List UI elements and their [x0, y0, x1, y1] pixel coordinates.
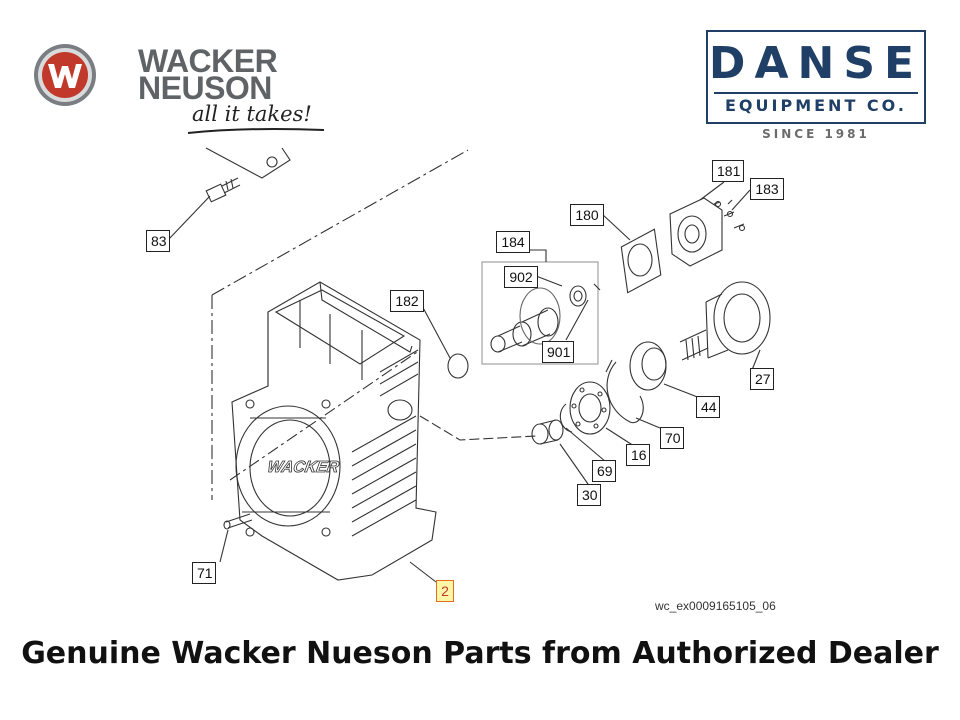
danse-logo: DANSE EQUIPMENT CO. — [706, 30, 926, 124]
gasket-180 — [620, 228, 662, 294]
caption: Genuine Wacker Nueson Parts from Authori… — [21, 636, 939, 671]
tagline-underline — [187, 128, 325, 134]
pin-71 — [223, 513, 253, 530]
leader-16 — [605, 427, 635, 447]
wacker-neuson-emblem-icon — [34, 44, 96, 106]
callout-182[interactable]: 182 — [390, 290, 424, 312]
housing-embossed-lettering: WACKER — [266, 458, 341, 476]
circlip-70 — [606, 361, 644, 424]
leader-901 — [565, 299, 589, 341]
leader-181 — [699, 181, 725, 201]
dealer-divider — [714, 92, 918, 94]
leader-902 — [535, 275, 563, 287]
callout-901[interactable]: 901 — [542, 341, 574, 363]
dealer-subtitle: EQUIPMENT CO. — [725, 96, 907, 115]
shaft-axis — [419, 415, 537, 441]
bearing-902 — [569, 285, 587, 307]
top-bracket — [205, 147, 291, 179]
callout-183[interactable]: 183 — [750, 178, 784, 200]
callout-16[interactable]: 16 — [626, 444, 650, 466]
frame-edge-top — [211, 149, 469, 296]
o-ring-182 — [447, 353, 469, 379]
leader-183 — [731, 189, 751, 211]
brand-line-1: WACKER — [138, 43, 278, 79]
brand-line-2: NEUSON — [138, 70, 272, 106]
brand-tagline: all it takes! — [192, 102, 312, 126]
axis-line — [229, 349, 421, 481]
leader-30 — [559, 443, 589, 485]
dealer-name: DANSE — [708, 38, 924, 89]
leader-83 — [167, 195, 211, 241]
leader-70 — [635, 417, 661, 429]
leader-180 — [601, 213, 631, 241]
housing-bore-outer — [235, 405, 341, 527]
callout-180[interactable]: 180 — [570, 204, 604, 226]
bearing-16 — [569, 381, 611, 435]
wacker-neuson-logo — [28, 38, 328, 138]
callout-70[interactable]: 70 — [660, 427, 684, 449]
seal-44 — [629, 341, 667, 391]
rotor-27 — [679, 281, 771, 361]
leader-71 — [219, 529, 229, 563]
callout-902[interactable]: 902 — [504, 266, 538, 288]
callout-27[interactable]: 27 — [750, 368, 774, 390]
leader-69 — [565, 427, 607, 463]
leader-2 — [409, 561, 437, 583]
leader-182 — [419, 301, 451, 359]
callout-30[interactable]: 30 — [577, 484, 601, 506]
housing-bore-inner — [249, 419, 331, 517]
leader-184 — [526, 249, 547, 262]
callout-69[interactable]: 69 — [592, 460, 616, 482]
callout-2-highlighted[interactable]: 2 — [436, 580, 454, 602]
leader-44 — [663, 383, 701, 399]
callout-181[interactable]: 181 — [712, 160, 744, 182]
sleeve-30 — [531, 419, 564, 445]
screws-183 — [713, 199, 746, 232]
bracket-hole — [266, 156, 278, 168]
dealer-since: SINCE 1981 — [762, 127, 870, 141]
bolt-83 — [205, 177, 241, 203]
callout-83[interactable]: 83 — [146, 230, 170, 252]
housing-body-2 — [231, 281, 437, 581]
callout-71[interactable]: 71 — [192, 562, 216, 584]
housing-boss — [387, 399, 413, 421]
leader-27 — [751, 349, 761, 371]
shaft-assembly-184 — [481, 261, 601, 365]
drawing-reference: wc_ex0009165105_06 — [655, 599, 776, 613]
callout-44[interactable]: 44 — [696, 396, 720, 418]
cover-181 — [669, 197, 723, 267]
callout-184[interactable]: 184 — [496, 231, 530, 253]
seal-901 — [519, 287, 561, 345]
